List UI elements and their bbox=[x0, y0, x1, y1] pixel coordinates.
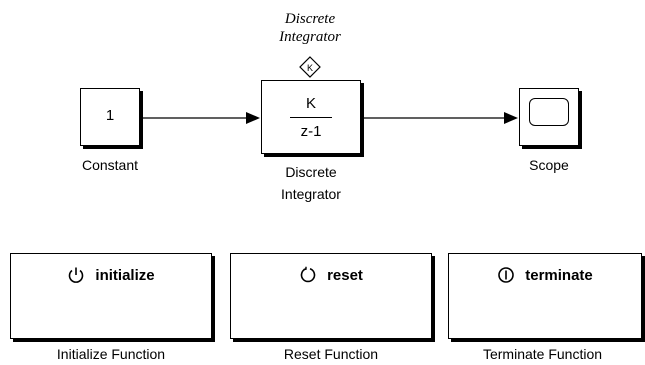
integrator-title-line1: Discrete bbox=[284, 11, 336, 27]
integrator-title-line2: Integrator bbox=[279, 29, 341, 45]
reset-function-block[interactable]: reset bbox=[230, 253, 432, 339]
reset-icon bbox=[299, 266, 317, 284]
power-icon bbox=[67, 266, 85, 284]
terminate-title: terminate bbox=[525, 266, 593, 284]
scope-label: Scope bbox=[529, 157, 569, 173]
initialize-title: initialize bbox=[95, 266, 155, 284]
signal-line-constant-to-integrator[interactable] bbox=[140, 112, 260, 124]
integrator-label-line1: Discrete bbox=[285, 164, 337, 180]
integrator-label: Discrete Integrator bbox=[256, 164, 366, 203]
integrator-numerator: K bbox=[305, 95, 316, 112]
terminate-function-label: Terminate Function bbox=[482, 346, 603, 362]
constant-label: Constant bbox=[81, 157, 139, 173]
terminate-function-block[interactable]: terminate bbox=[448, 253, 642, 339]
scope-screen-icon bbox=[529, 98, 569, 126]
signal-line-integrator-to-scope[interactable] bbox=[361, 112, 518, 124]
integrator-denominator: z-1 bbox=[300, 123, 322, 140]
diamond-port-icon: K bbox=[299, 56, 321, 78]
reset-function-label: Reset Function bbox=[283, 346, 379, 362]
initialize-function-block[interactable]: initialize bbox=[10, 253, 212, 339]
integrator-label-line2: Integrator bbox=[281, 186, 341, 202]
fraction-bar bbox=[290, 117, 332, 118]
terminate-icon bbox=[497, 266, 515, 284]
constant-block[interactable]: 1 bbox=[80, 88, 140, 146]
constant-value: 1 bbox=[105, 107, 115, 124]
discrete-integrator-block[interactable]: K z-1 bbox=[261, 80, 361, 154]
integrator-title: Discrete Integrator bbox=[255, 10, 365, 46]
reset-title: reset bbox=[327, 266, 363, 284]
svg-text:K: K bbox=[307, 63, 313, 73]
initialize-function-label: Initialize Function bbox=[56, 346, 166, 362]
scope-block[interactable] bbox=[519, 88, 579, 146]
